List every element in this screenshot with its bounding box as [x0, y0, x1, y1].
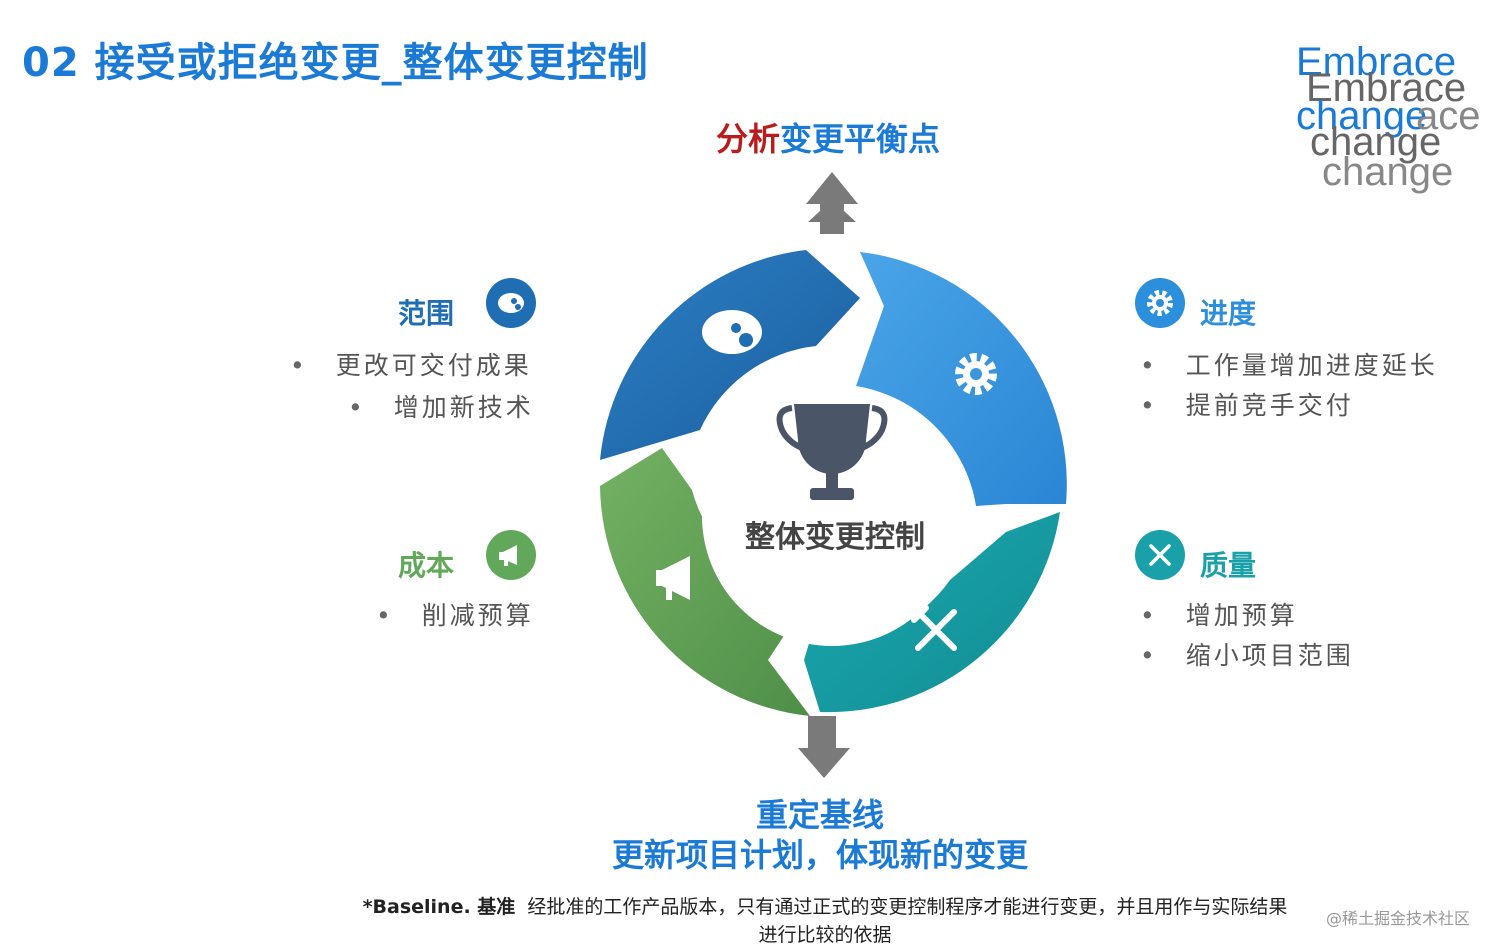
rebaseline-line1: 重定基线: [755, 796, 884, 834]
analysis-label-red: 分析: [716, 120, 781, 158]
quality-title: 质量: [1200, 549, 1257, 582]
down-arrow-icon: [798, 716, 850, 778]
scope-item: 更改可交付成果: [290, 346, 532, 382]
palette-icon: [702, 310, 762, 354]
schedule-item: 提前竞手交付: [1140, 386, 1354, 422]
megaphone-icon: [499, 545, 517, 566]
quality-badge: [1135, 530, 1185, 580]
trophy-icon: [776, 404, 888, 500]
analysis-label-blue: 变更平衡点: [780, 120, 941, 158]
scope-title: 范围: [398, 297, 455, 330]
tools-icon: [911, 605, 957, 651]
footnote-definition: 经批准的工作产品版本，只有通过正式的变更控制程序才能进行变更，并且用作与实际结果…: [527, 896, 1288, 946]
logo-line: change: [1310, 120, 1442, 164]
cost-badge: [486, 530, 536, 580]
page-title: 02 接受或拒绝变更_整体变更控制: [22, 40, 649, 86]
cost-item: 削减预算: [376, 596, 534, 632]
analysis-label: 分析变更平衡点: [716, 114, 940, 160]
megaphone-icon: [656, 556, 690, 600]
logo-line: Embrace: [1296, 40, 1457, 84]
credit-text: @稀土掘金技术社区: [1326, 909, 1471, 928]
quality-item: 增加预算: [1140, 596, 1298, 632]
gear-icon: [1147, 290, 1173, 316]
scope-segment: [600, 250, 860, 460]
schedule-title: 进度: [1200, 297, 1257, 330]
center-circle: [702, 386, 962, 646]
tools-icon: [1149, 544, 1171, 566]
center-label: 整体变更控制: [745, 520, 925, 555]
logo-line: ace: [1416, 94, 1481, 138]
logo-line: Embrace: [1306, 66, 1467, 110]
schedule-item: 工作量增加进度延长: [1140, 346, 1438, 382]
gear-icon: [955, 353, 997, 395]
scope-badge: [486, 278, 536, 328]
update-plan-label: 更新项目计划，体现新的变更: [0, 830, 1512, 876]
palette-icon: [498, 293, 524, 313]
embrace-change-logo: Embrace Embrace change ace change change: [1296, 40, 1506, 200]
footnote-term: *Baseline. 基准: [362, 896, 516, 918]
rebaseline-line2: 更新项目计划，体现新的变更: [611, 836, 1028, 874]
rebaseline-label: 重定基线: [0, 790, 1512, 836]
cost-segment: [600, 448, 810, 716]
logo-line: change: [1296, 94, 1428, 138]
change-control-cycle: [600, 172, 1067, 778]
up-arrow-icon: [806, 172, 858, 234]
baseline-footnote: *Baseline. 基准 经批准的工作产品版本，只有通过正式的变更控制程序才能…: [360, 893, 1290, 949]
schedule-badge: [1135, 278, 1185, 328]
quality-item: 缩小项目范围: [1140, 636, 1354, 672]
scope-item: 增加新技术: [348, 388, 534, 424]
logo-line: change: [1322, 150, 1454, 194]
quality-segment: [804, 512, 1060, 713]
cost-title: 成本: [398, 549, 455, 582]
